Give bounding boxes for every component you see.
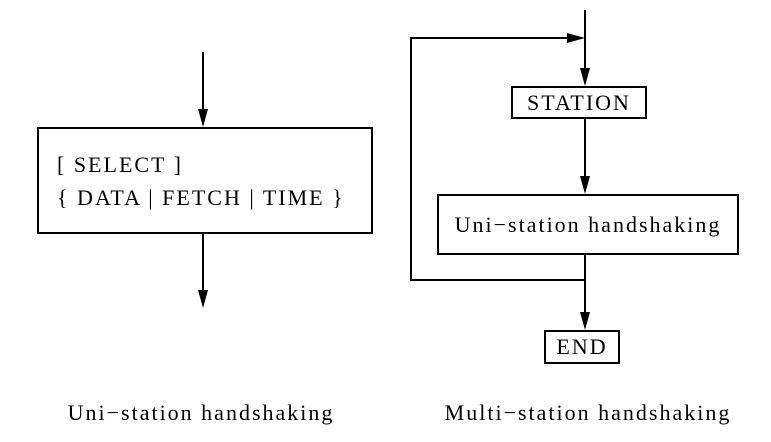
uni-station-handshaking-box: Uni−station handshaking	[437, 194, 739, 255]
end-box: END	[544, 330, 620, 364]
uni-entry-arrow	[198, 52, 208, 127]
end-box-label: END	[556, 334, 608, 359]
options-clause-text: { DATA | FETCH | TIME }	[57, 184, 345, 210]
select-statement-box: [ SELECT ] { DATA | FETCH | TIME }	[37, 127, 373, 234]
multi-entry-arrow	[580, 10, 590, 86]
station-to-process-arrow	[580, 119, 590, 194]
uni-station-handshaking-box-label: Uni−station handshaking	[454, 211, 722, 237]
station-box: STATION	[511, 86, 647, 119]
process-to-end-arrow	[580, 254, 590, 330]
loop-back-connector-arrow	[410, 33, 585, 281]
uni-exit-arrow	[198, 233, 208, 308]
uni-diagram-caption: Uni−station handshaking	[67, 400, 335, 425]
select-clause-text: [ SELECT ]	[57, 151, 183, 177]
station-box-label: STATION	[527, 89, 631, 115]
multi-diagram-caption: Multi−station handshaking	[444, 400, 732, 425]
